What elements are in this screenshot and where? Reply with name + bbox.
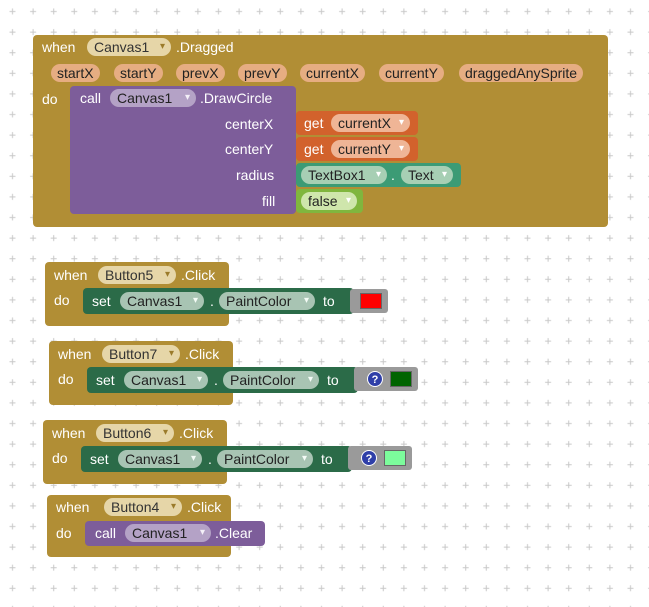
component-dropdown[interactable]: Button6 bbox=[96, 424, 174, 442]
when-label: when bbox=[52, 425, 86, 441]
to-label: to bbox=[327, 372, 339, 388]
textbox-text-getter-block[interactable]: TextBox1 . Text bbox=[296, 163, 461, 187]
set-paintcolor-block[interactable]: set Canvas1 . PaintColor to bbox=[81, 446, 352, 472]
color-swatch-red[interactable] bbox=[360, 293, 382, 309]
component-dropdown[interactable]: Canvas1 bbox=[87, 38, 171, 56]
target-dropdown[interactable]: Canvas1 bbox=[120, 292, 204, 310]
property-dropdown[interactable]: Text bbox=[401, 166, 453, 184]
param-prevX[interactable]: prevX bbox=[176, 64, 225, 82]
set-paintcolor-block[interactable]: set Canvas1 . PaintColor to bbox=[87, 367, 358, 393]
call-component-dropdown[interactable]: Canvas1 bbox=[110, 89, 196, 107]
to-label: to bbox=[323, 293, 335, 309]
canvas-clear-call-block[interactable]: call Canvas1 .Clear bbox=[85, 521, 265, 546]
arg-centerX-label: centerX bbox=[225, 116, 274, 132]
to-label: to bbox=[321, 451, 333, 467]
do-label: do bbox=[56, 525, 72, 541]
event-name: .Click bbox=[187, 499, 222, 515]
component-dropdown[interactable]: Button7 bbox=[102, 345, 180, 363]
event-name: .Dragged bbox=[176, 39, 234, 55]
param-startY[interactable]: startY bbox=[114, 64, 163, 82]
color-block[interactable]: ? bbox=[354, 367, 418, 391]
call-label: call bbox=[95, 525, 117, 541]
color-swatch-light-green[interactable] bbox=[384, 450, 406, 466]
dot-label: . bbox=[208, 451, 212, 467]
property-dropdown[interactable]: PaintColor bbox=[217, 450, 313, 468]
help-icon[interactable]: ? bbox=[367, 371, 383, 387]
when-label: when bbox=[56, 499, 90, 515]
target-dropdown[interactable]: Canvas1 bbox=[124, 371, 208, 389]
set-paintcolor-block[interactable]: set Canvas1 . PaintColor to bbox=[83, 288, 354, 314]
property-dropdown[interactable]: PaintColor bbox=[223, 371, 319, 389]
param-startX[interactable]: startX bbox=[51, 64, 100, 82]
do-label: do bbox=[58, 371, 74, 387]
arg-centerY-label: centerY bbox=[225, 141, 274, 157]
variable-dropdown[interactable]: currentX bbox=[331, 114, 410, 132]
set-label: set bbox=[90, 451, 109, 467]
draw-circle-call-block[interactable]: call Canvas1 .DrawCircle centerX centerY… bbox=[70, 86, 296, 214]
param-currentY[interactable]: currentY bbox=[379, 64, 444, 82]
arg-radius-label: radius bbox=[236, 167, 275, 183]
event-name: .Click bbox=[185, 346, 220, 362]
dot-label: . bbox=[391, 167, 395, 183]
target-dropdown[interactable]: Canvas1 bbox=[125, 524, 211, 542]
method-name: .DrawCircle bbox=[200, 90, 273, 106]
event-name: .Click bbox=[179, 425, 214, 441]
component-dropdown[interactable]: Button5 bbox=[98, 266, 176, 284]
do-label: do bbox=[52, 450, 68, 466]
help-icon[interactable]: ? bbox=[361, 450, 377, 466]
property-dropdown[interactable]: PaintColor bbox=[219, 292, 315, 310]
get-label: get bbox=[304, 141, 324, 157]
dot-label: . bbox=[214, 372, 218, 388]
get-currentX-block[interactable]: get currentX bbox=[296, 111, 418, 135]
arg-fill-label: fill bbox=[262, 193, 276, 209]
set-label: set bbox=[92, 293, 111, 309]
when-label: when bbox=[42, 39, 76, 55]
false-block[interactable]: false bbox=[296, 189, 363, 213]
param-draggedAnySprite[interactable]: draggedAnySprite bbox=[459, 64, 584, 82]
param-prevY[interactable]: prevY bbox=[238, 64, 287, 82]
variable-dropdown[interactable]: currentY bbox=[331, 140, 410, 158]
method-name: .Clear bbox=[215, 525, 253, 541]
when-label: when bbox=[58, 346, 92, 362]
color-block[interactable] bbox=[350, 289, 388, 313]
color-swatch-dark-green[interactable] bbox=[390, 371, 412, 387]
component-dropdown[interactable]: Button4 bbox=[104, 498, 182, 516]
param-currentX[interactable]: currentX bbox=[300, 64, 365, 82]
get-currentY-block[interactable]: get currentY bbox=[296, 137, 418, 161]
do-label: do bbox=[54, 292, 70, 308]
target-dropdown[interactable]: Canvas1 bbox=[118, 450, 202, 468]
when-label: when bbox=[54, 267, 88, 283]
call-label: call bbox=[80, 90, 102, 106]
dot-label: . bbox=[210, 293, 214, 309]
boolean-dropdown[interactable]: false bbox=[301, 192, 357, 210]
color-block[interactable]: ? bbox=[348, 446, 412, 470]
component-dropdown[interactable]: TextBox1 bbox=[301, 166, 387, 184]
event-name: .Click bbox=[181, 267, 216, 283]
set-label: set bbox=[96, 372, 115, 388]
get-label: get bbox=[304, 115, 324, 131]
do-label: do bbox=[42, 91, 58, 107]
